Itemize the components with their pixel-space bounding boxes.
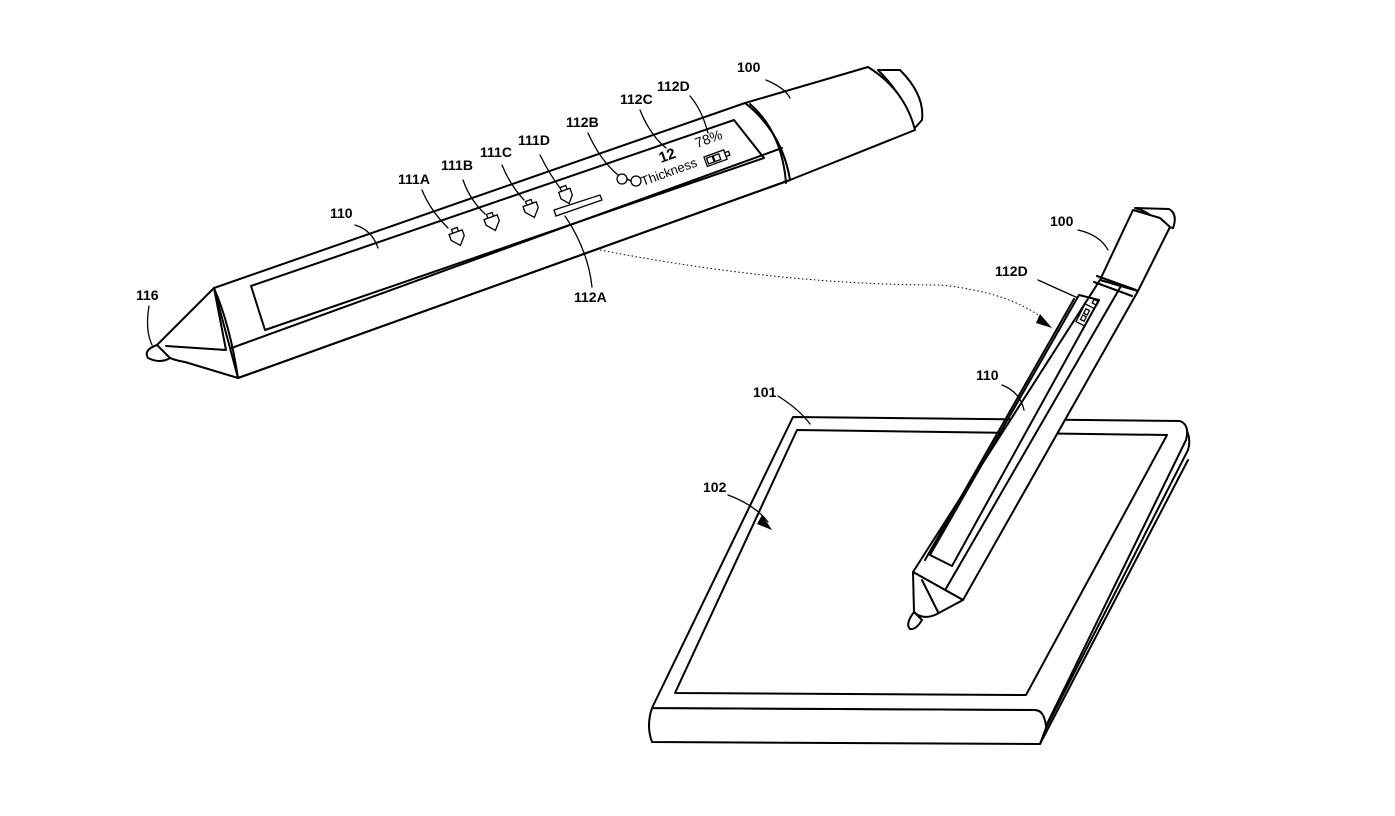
label-112a: 112A — [574, 289, 607, 305]
pen-in-use — [907, 207, 1176, 631]
label-110-right: 110 — [976, 367, 999, 383]
label-112d-right: 112D — [995, 263, 1028, 279]
label-112d-top: 112D — [657, 78, 690, 94]
pen-tip-icon[interactable] — [448, 226, 467, 248]
label-112b: 112B — [566, 114, 599, 130]
thickness-slider[interactable] — [553, 194, 603, 217]
pen-tip-icon[interactable] — [522, 198, 541, 220]
label-111d: 111D — [518, 132, 550, 148]
label-102: 102 — [703, 479, 727, 495]
pen-tip-icon[interactable] — [557, 184, 574, 205]
leader-lines — [146, 79, 1109, 530]
knob-icon[interactable] — [616, 173, 642, 187]
label-111b: 111B — [441, 157, 473, 173]
pen-tip-icon[interactable] — [483, 211, 502, 233]
label-111c: 111C — [480, 144, 512, 160]
tool-icons — [448, 149, 731, 248]
thickness-value: 12 — [657, 145, 678, 167]
pen-display-panel — [250, 119, 765, 331]
label-112c: 112C — [620, 91, 653, 107]
label-100-right: 100 — [1050, 213, 1074, 229]
tablet-screen — [674, 429, 1168, 696]
label-116: 116 — [136, 287, 159, 303]
pen-closeup — [145, 66, 924, 379]
label-100-top: 100 — [737, 59, 761, 75]
label-111a: 111A — [398, 171, 430, 187]
battery-icon — [1075, 298, 1100, 328]
label-101: 101 — [753, 384, 777, 400]
label-110-top: 110 — [330, 205, 353, 221]
battery-icon — [703, 149, 731, 168]
